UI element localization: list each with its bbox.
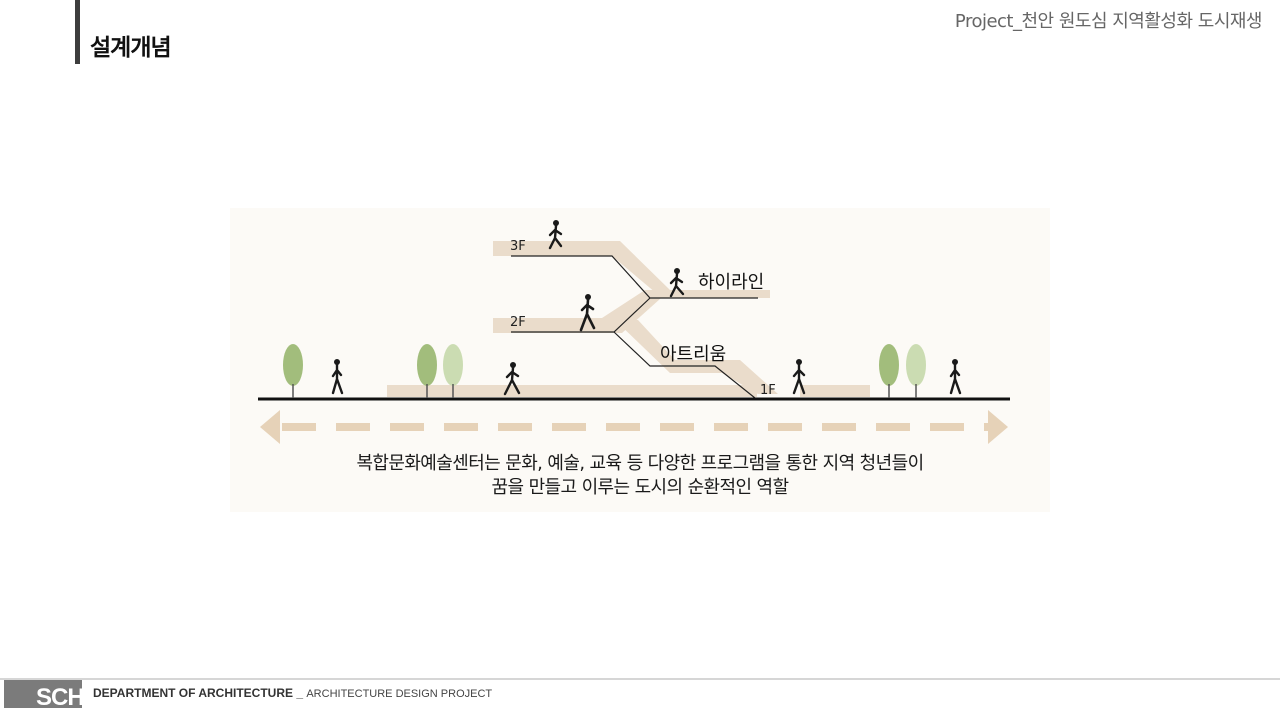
walking-person-icon bbox=[548, 220, 563, 250]
band-ground bbox=[387, 385, 757, 397]
path-bands bbox=[387, 241, 870, 397]
project-title: Project_천안 원도심 지역활성화 도시재생 bbox=[954, 11, 1263, 32]
walking-person-icon bbox=[503, 362, 521, 396]
footer-separator: _ bbox=[293, 686, 307, 700]
line-atrium bbox=[613, 331, 756, 399]
band-3f bbox=[493, 241, 770, 298]
walking-person-icon bbox=[949, 359, 962, 395]
caption-line-1: 복합문화예술센터는 문화, 예술, 교육 등 다양한 프로그램을 통한 지역 청… bbox=[356, 453, 924, 474]
arrow-head-left-icon bbox=[260, 410, 280, 444]
floor-label-1f: 1F bbox=[760, 383, 776, 398]
footer-divider bbox=[0, 678, 1280, 680]
title-accent-bar bbox=[75, 0, 80, 64]
walking-person-icon bbox=[331, 359, 344, 395]
tree-icon bbox=[906, 344, 926, 398]
tree-icon bbox=[443, 344, 463, 398]
zone-label-highline: 하이라인 bbox=[698, 272, 764, 293]
circulation-arrow bbox=[260, 410, 1008, 444]
walking-person-icon bbox=[669, 268, 685, 298]
page-title: 설계개념 bbox=[90, 35, 172, 61]
diagram-caption: 복합문화예술센터는 문화, 예술, 교육 등 다양한 프로그램을 통한 지역 청… bbox=[230, 452, 1050, 500]
sch-logo: SCH bbox=[4, 680, 82, 708]
walking-person-icon bbox=[579, 294, 596, 332]
pedestrians bbox=[331, 220, 962, 396]
footer-text: DEPARTMENT OF ARCHITECTURE _ ARCHITECTUR… bbox=[93, 686, 492, 700]
band-ground-right bbox=[800, 385, 870, 397]
tree-icon bbox=[283, 344, 303, 398]
walking-person-icon bbox=[792, 359, 806, 395]
section-diagram-svg: 3F 2F 1F 하이라인 아트리움 bbox=[258, 220, 1010, 444]
section-lines bbox=[511, 255, 758, 399]
band-atrium bbox=[615, 320, 778, 394]
design-concept-diagram: 3F 2F 1F 하이라인 아트리움 bbox=[230, 208, 1050, 512]
footer-department: DEPARTMENT OF ARCHITECTURE bbox=[93, 686, 293, 700]
zone-label-atrium: 아트리움 bbox=[660, 344, 726, 365]
tree-icon bbox=[879, 344, 899, 398]
tree-icon bbox=[417, 344, 437, 398]
arrow-head-right-icon bbox=[988, 410, 1008, 444]
trees bbox=[283, 344, 926, 398]
logo-text: SCH bbox=[36, 684, 82, 708]
floor-label-2f: 2F bbox=[510, 315, 526, 330]
line-3f bbox=[511, 255, 758, 299]
caption-line-2: 꿈을 만들고 이루는 도시의 순환적인 역할 bbox=[491, 477, 790, 498]
footer-project: ARCHITECTURE DESIGN PROJECT bbox=[306, 688, 493, 700]
floor-label-3f: 3F bbox=[510, 239, 526, 254]
